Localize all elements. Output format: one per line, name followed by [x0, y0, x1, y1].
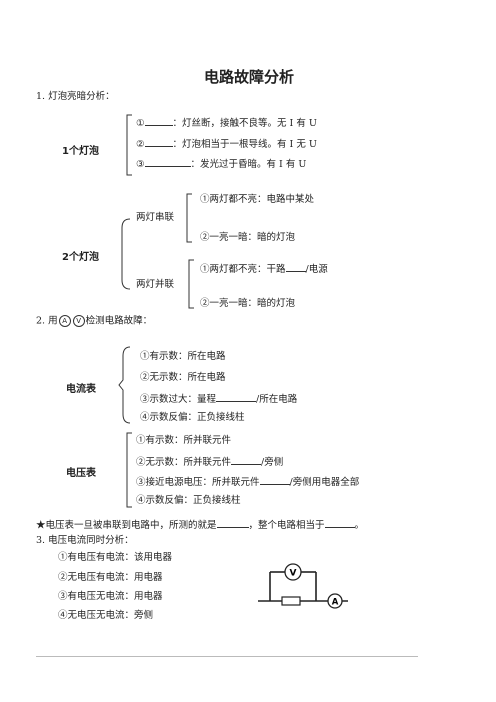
- series-case-2: ②一亮一暗：暗的灯泡: [200, 232, 296, 243]
- parallel-label: 两灯并联: [136, 279, 175, 290]
- ammeter-symbol-icon: A: [58, 315, 71, 327]
- blank-6: [231, 455, 262, 465]
- lamp-case-3: ③：发光过于昏暗。有 I 有 U: [136, 157, 307, 170]
- voltmeter-case-4: ④示数反偏：正负接线柱: [136, 495, 241, 506]
- parallel-case-2: ②一亮一暗：暗的灯泡: [200, 298, 296, 309]
- series-brace: [186, 193, 192, 243]
- two-lamp-brace: [121, 218, 131, 290]
- two-lamp-label: 2个灯泡: [62, 252, 99, 263]
- page-title: 电路故障分析: [204, 68, 295, 86]
- blank-2: [144, 137, 173, 147]
- voltmeter-icon: [284, 563, 302, 581]
- section-1-heading: 1. 灯泡亮暗分析：: [36, 91, 115, 102]
- star-note: ★电压表一旦被串联到电路中，所测的就是，整个电路相当于。: [36, 518, 365, 531]
- series-case-1: ①两灯都不亮：电路中某处: [200, 194, 315, 205]
- parallel-case-1: ①两灯都不亮：干路/电源: [200, 262, 328, 275]
- resistor-icon: [281, 596, 301, 606]
- footer-divider: [36, 656, 418, 657]
- combo-case-4: ④无电压无电流：旁侧: [58, 610, 154, 621]
- section-3-heading: 3. 电压电流同时分析：: [36, 535, 134, 546]
- voltmeter-brace: [126, 432, 132, 508]
- ammeter-brace: [118, 346, 131, 424]
- blank-5: [216, 392, 257, 402]
- blank-4: [285, 262, 306, 272]
- voltmeter-case-2: ②无示数：所并联元件/旁侧: [136, 455, 284, 468]
- voltmeter-case-3: ③接近电源电压：所并联元件/旁侧用电器全部: [136, 475, 360, 488]
- voltmeter-symbol-icon: V: [72, 315, 85, 327]
- series-label: 两灯串联: [136, 212, 175, 223]
- svg-text:A: A: [332, 598, 339, 608]
- blank-9: [324, 518, 355, 528]
- ammeter-label: 电流表: [66, 384, 96, 395]
- blank-1: [144, 116, 173, 126]
- ammeter-case-1: ①有示数：所在电路: [140, 351, 226, 362]
- one-lamp-brace: [126, 114, 132, 176]
- blank-8: [216, 518, 249, 528]
- combo-case-1: ①有电压有电流：该用电器: [58, 552, 173, 563]
- ammeter-case-4: ④示数反偏：正负接线柱: [140, 412, 245, 423]
- ammeter-case-2: ②无示数：所在电路: [140, 372, 226, 383]
- parallel-brace: [188, 259, 194, 309]
- combo-case-2: ②无电压有电流：用电器: [58, 572, 163, 583]
- lamp-case-2: ②：灯泡相当于一根导线。有 I 无 U: [136, 137, 317, 150]
- blank-7: [259, 475, 290, 485]
- ammeter-icon: [327, 593, 343, 609]
- circuit-diagram: V A: [258, 563, 348, 609]
- combo-case-3: ③有电压无电流：用电器: [58, 591, 163, 602]
- svg-text:V: V: [290, 569, 297, 579]
- blank-3: [144, 157, 191, 167]
- ammeter-case-3: ③示数过大：量程/所在电路: [140, 392, 298, 405]
- voltmeter-label: 电压表: [66, 468, 96, 479]
- one-lamp-label: 1个灯泡: [62, 146, 99, 157]
- voltmeter-case-1: ①有示数：所并联元件: [136, 435, 232, 446]
- lamp-case-1: ①：灯丝断，接触不良等。无 I 有 U: [136, 116, 317, 129]
